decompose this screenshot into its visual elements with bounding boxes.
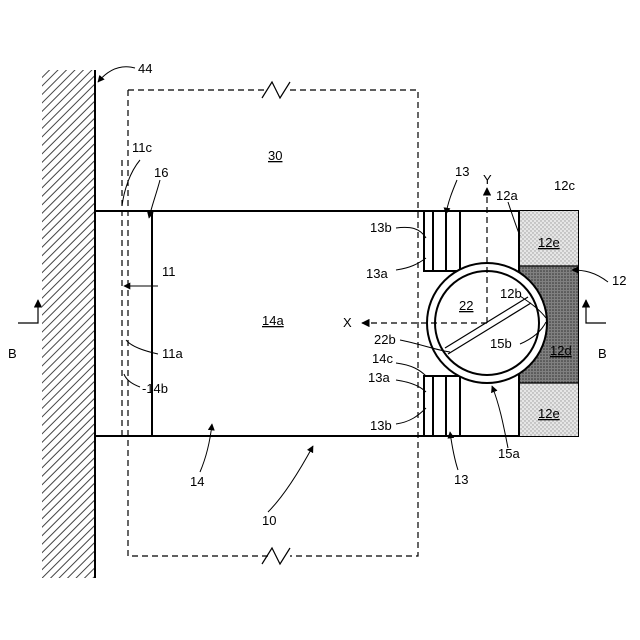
label-13b-bottom: 13b (370, 418, 392, 433)
label-13-bottom: 13 (454, 472, 468, 487)
leader-13-bottom (450, 432, 458, 470)
wall-44 (42, 70, 95, 578)
label-30: 30 (268, 148, 282, 163)
label-14: 14 (190, 474, 204, 489)
label-14b: -14b (142, 381, 168, 396)
label-11: 11 (162, 264, 176, 279)
label-14c: 14c (372, 351, 393, 366)
leader-14b (124, 374, 140, 387)
label-13b-top: 13b (370, 220, 392, 235)
leader-13b-top (396, 227, 426, 238)
label-15b: 15b (490, 336, 512, 351)
leader-13a-bottom (396, 380, 426, 392)
section-arrow-right (586, 300, 606, 323)
label-13a-top: 13a (366, 266, 388, 281)
label-b-right: B (598, 346, 607, 361)
leader-14c (396, 363, 426, 376)
label-12: 12 (612, 273, 626, 288)
label-22: 22 (459, 298, 473, 313)
label-12a: 12a (496, 188, 518, 203)
leader-15a (492, 386, 508, 448)
section-arrow-left (18, 300, 38, 323)
label-11a: 11a (162, 346, 183, 361)
label-y-axis: Y (483, 172, 492, 187)
label-12e-bottom: 12e (538, 406, 560, 421)
break-mark-top (262, 82, 290, 98)
label-12b: 12b (500, 286, 522, 301)
label-12e-top: 12e (538, 235, 560, 250)
label-16: 16 (154, 165, 168, 180)
label-13-top: 13 (455, 164, 469, 179)
label-11c: 11c (132, 140, 152, 155)
label-22b: 22b (374, 332, 396, 347)
leader-16 (149, 180, 160, 218)
leader-11c (122, 160, 140, 206)
label-15a: 15a (498, 446, 520, 461)
label-12c: 12c (554, 178, 575, 193)
label-44: 44 (138, 61, 152, 76)
label-x-axis: X (343, 315, 352, 330)
leader-14 (200, 424, 212, 472)
label-12d: 12d (550, 343, 572, 358)
label-10: 10 (262, 513, 276, 528)
leader-44 (98, 67, 135, 82)
leader-11a (126, 340, 158, 354)
leader-13b-bottom (396, 408, 426, 424)
label-13a-bottom: 13a (368, 370, 390, 385)
label-b-left: B (8, 346, 17, 361)
leader-10 (268, 446, 313, 512)
label-14a: 14a (262, 313, 284, 328)
block-13-bottom (424, 376, 460, 436)
block-13-top (424, 211, 460, 271)
leader-13-top (446, 180, 457, 214)
leader-13a-top (396, 258, 426, 270)
